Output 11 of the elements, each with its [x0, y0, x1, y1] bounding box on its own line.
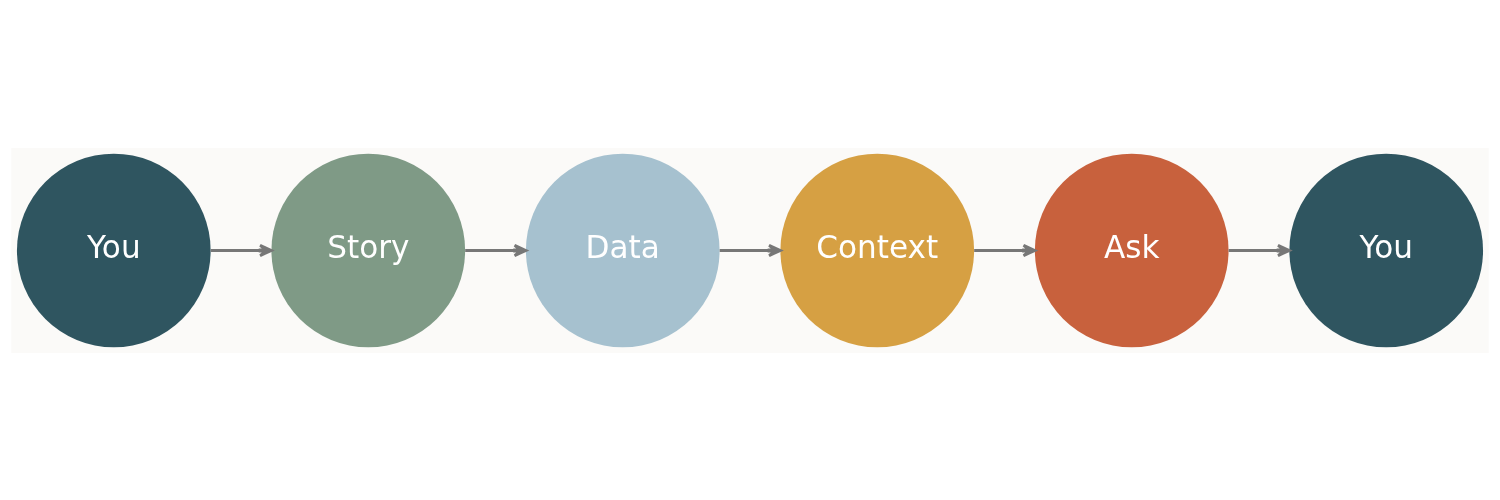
- node-circle: Story: [271, 153, 466, 347]
- arrow: [465, 243, 528, 257]
- node-circle: Data: [525, 153, 720, 347]
- node-circle: Context: [780, 153, 975, 347]
- arrow: [974, 243, 1037, 257]
- arrow: [719, 243, 782, 257]
- arrow: [210, 243, 273, 257]
- arrow: [1228, 243, 1291, 257]
- node-circle: Ask: [1034, 153, 1229, 347]
- node-circle: You: [16, 153, 211, 347]
- node-circle: You: [1289, 153, 1484, 347]
